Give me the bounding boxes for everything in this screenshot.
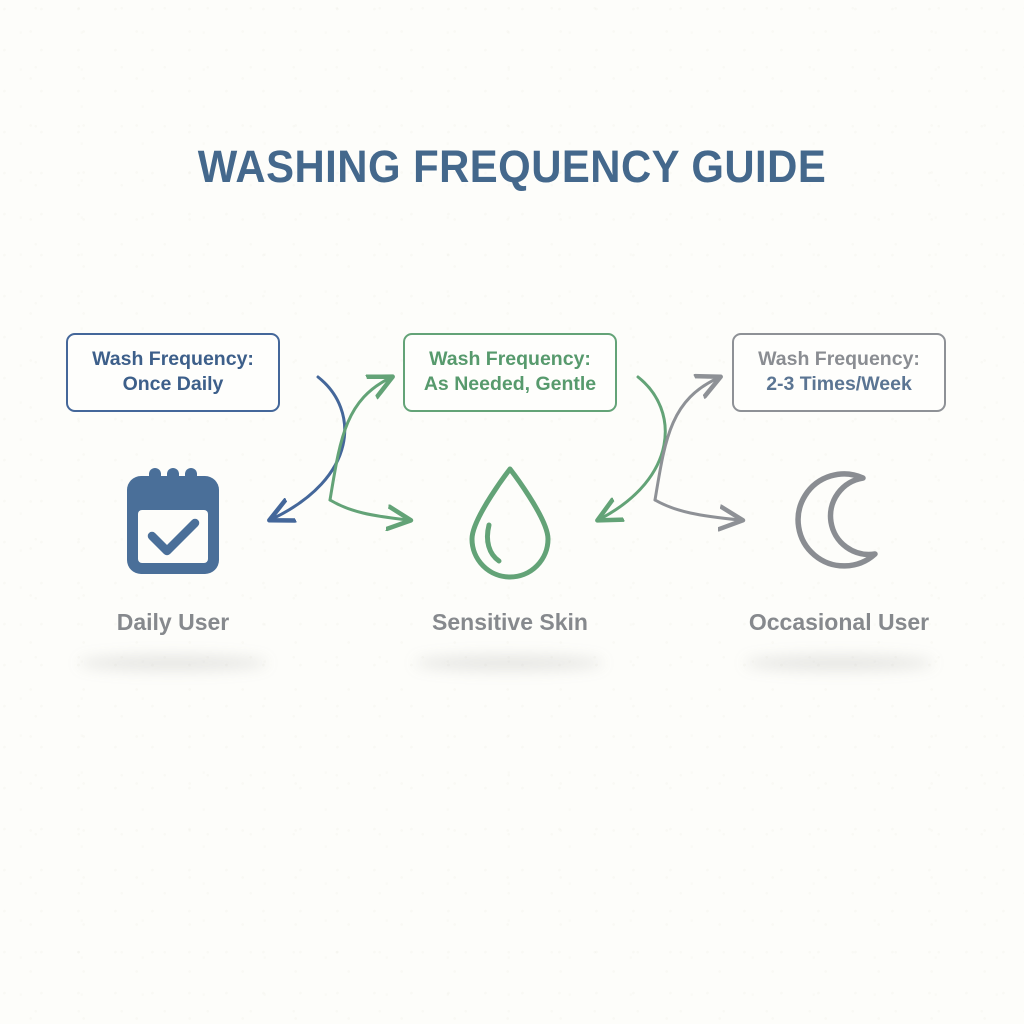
wash-frequency-card-label: Wash Frequency: [429, 348, 591, 370]
persona-label-daily-user: Daily User [116, 608, 230, 635]
water-droplet-icon [469, 466, 551, 580]
ground-shadow [414, 655, 604, 671]
crescent-moon-icon [795, 471, 878, 570]
persona-column-occasional-user: Wash Frequency: 2-3 Times/Week Occasiona… [674, 325, 1004, 636]
wash-frequency-card-occasional[interactable]: Wash Frequency: 2-3 Times/Week [732, 333, 946, 412]
calendar-check-icon [127, 468, 219, 575]
wash-frequency-card-value: 2-3 Times/Week [766, 372, 912, 395]
persona-icon-wrap [345, 460, 675, 585]
wash-frequency-card-value: As Needed, Gentle [423, 372, 597, 395]
wash-frequency-card-sensitive[interactable]: Wash Frequency: As Needed, Gentle [403, 333, 617, 412]
persona-column-sensitive-skin: Wash Frequency: As Needed, Gentle Sensit… [345, 325, 675, 636]
wash-frequency-card-value: Once Daily [122, 372, 224, 395]
persona-icon-wrap [674, 460, 1004, 585]
persona-label-sensitive-skin: Sensitive Skin [432, 608, 588, 635]
persona-icon-wrap [8, 460, 338, 585]
wash-frequency-card-label: Wash Frequency: [758, 348, 920, 370]
persona-label-occasional-user: Occasional User [748, 608, 930, 635]
wash-frequency-card-daily[interactable]: Wash Frequency: Once Daily [66, 333, 280, 412]
page-title: WASHING FREQUENCY GUIDE [197, 141, 827, 192]
ground-shadow [744, 655, 934, 671]
wash-frequency-card-label: Wash Frequency: [92, 348, 254, 370]
persona-column-daily-user: Wash Frequency: Once Daily Daily User [8, 325, 338, 636]
ground-shadow [78, 655, 268, 671]
